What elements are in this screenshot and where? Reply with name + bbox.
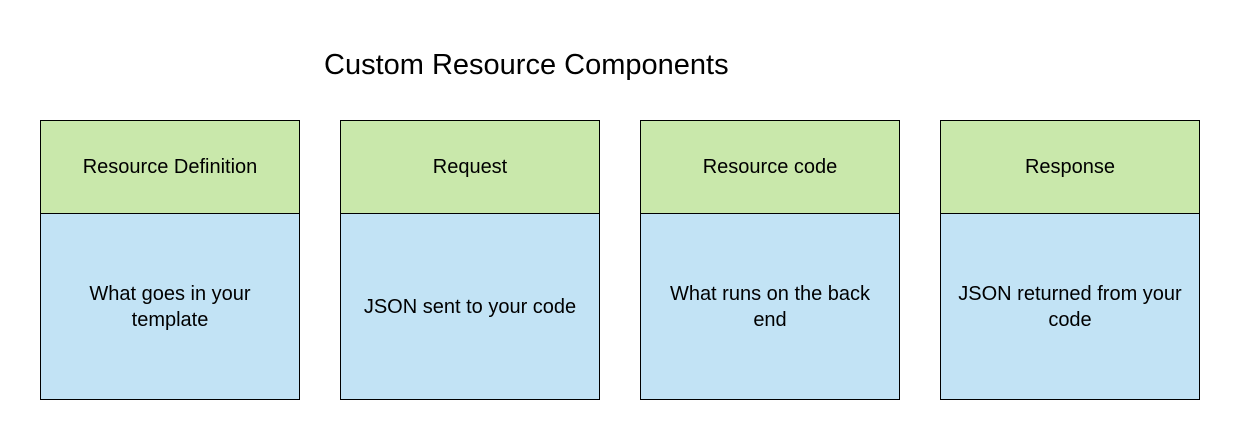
card-body: JSON returned from your code	[941, 214, 1199, 399]
card-header-label: Request	[432, 156, 508, 178]
card-header-label: Response	[1024, 156, 1116, 178]
card-header: Resource code	[641, 121, 899, 214]
card-header: Resource Definition	[41, 121, 299, 214]
diagram-title: Custom Resource Components	[324, 49, 729, 81]
card-header-label: Resource Definition	[82, 156, 258, 178]
card-body: What runs on the back end	[641, 214, 899, 399]
card-resource-definition: Resource Definition What goes in your te…	[40, 120, 300, 400]
card-body-text: What goes in your template	[89, 282, 251, 331]
card-resource-code: Resource code What runs on the back end	[640, 120, 900, 400]
card-header-label: Resource code	[702, 156, 838, 178]
card-response: Response JSON returned from your code	[940, 120, 1200, 400]
card-header: Request	[341, 121, 599, 214]
card-body-text: JSON sent to your code	[363, 295, 577, 318]
card-body: What goes in your template	[41, 214, 299, 399]
card-request: Request JSON sent to your code	[340, 120, 600, 400]
card-header: Response	[941, 121, 1199, 214]
card-body: JSON sent to your code	[341, 214, 599, 399]
card-body-text: JSON returned from your code	[958, 282, 1182, 331]
card-body-text: What runs on the back end	[669, 282, 871, 331]
